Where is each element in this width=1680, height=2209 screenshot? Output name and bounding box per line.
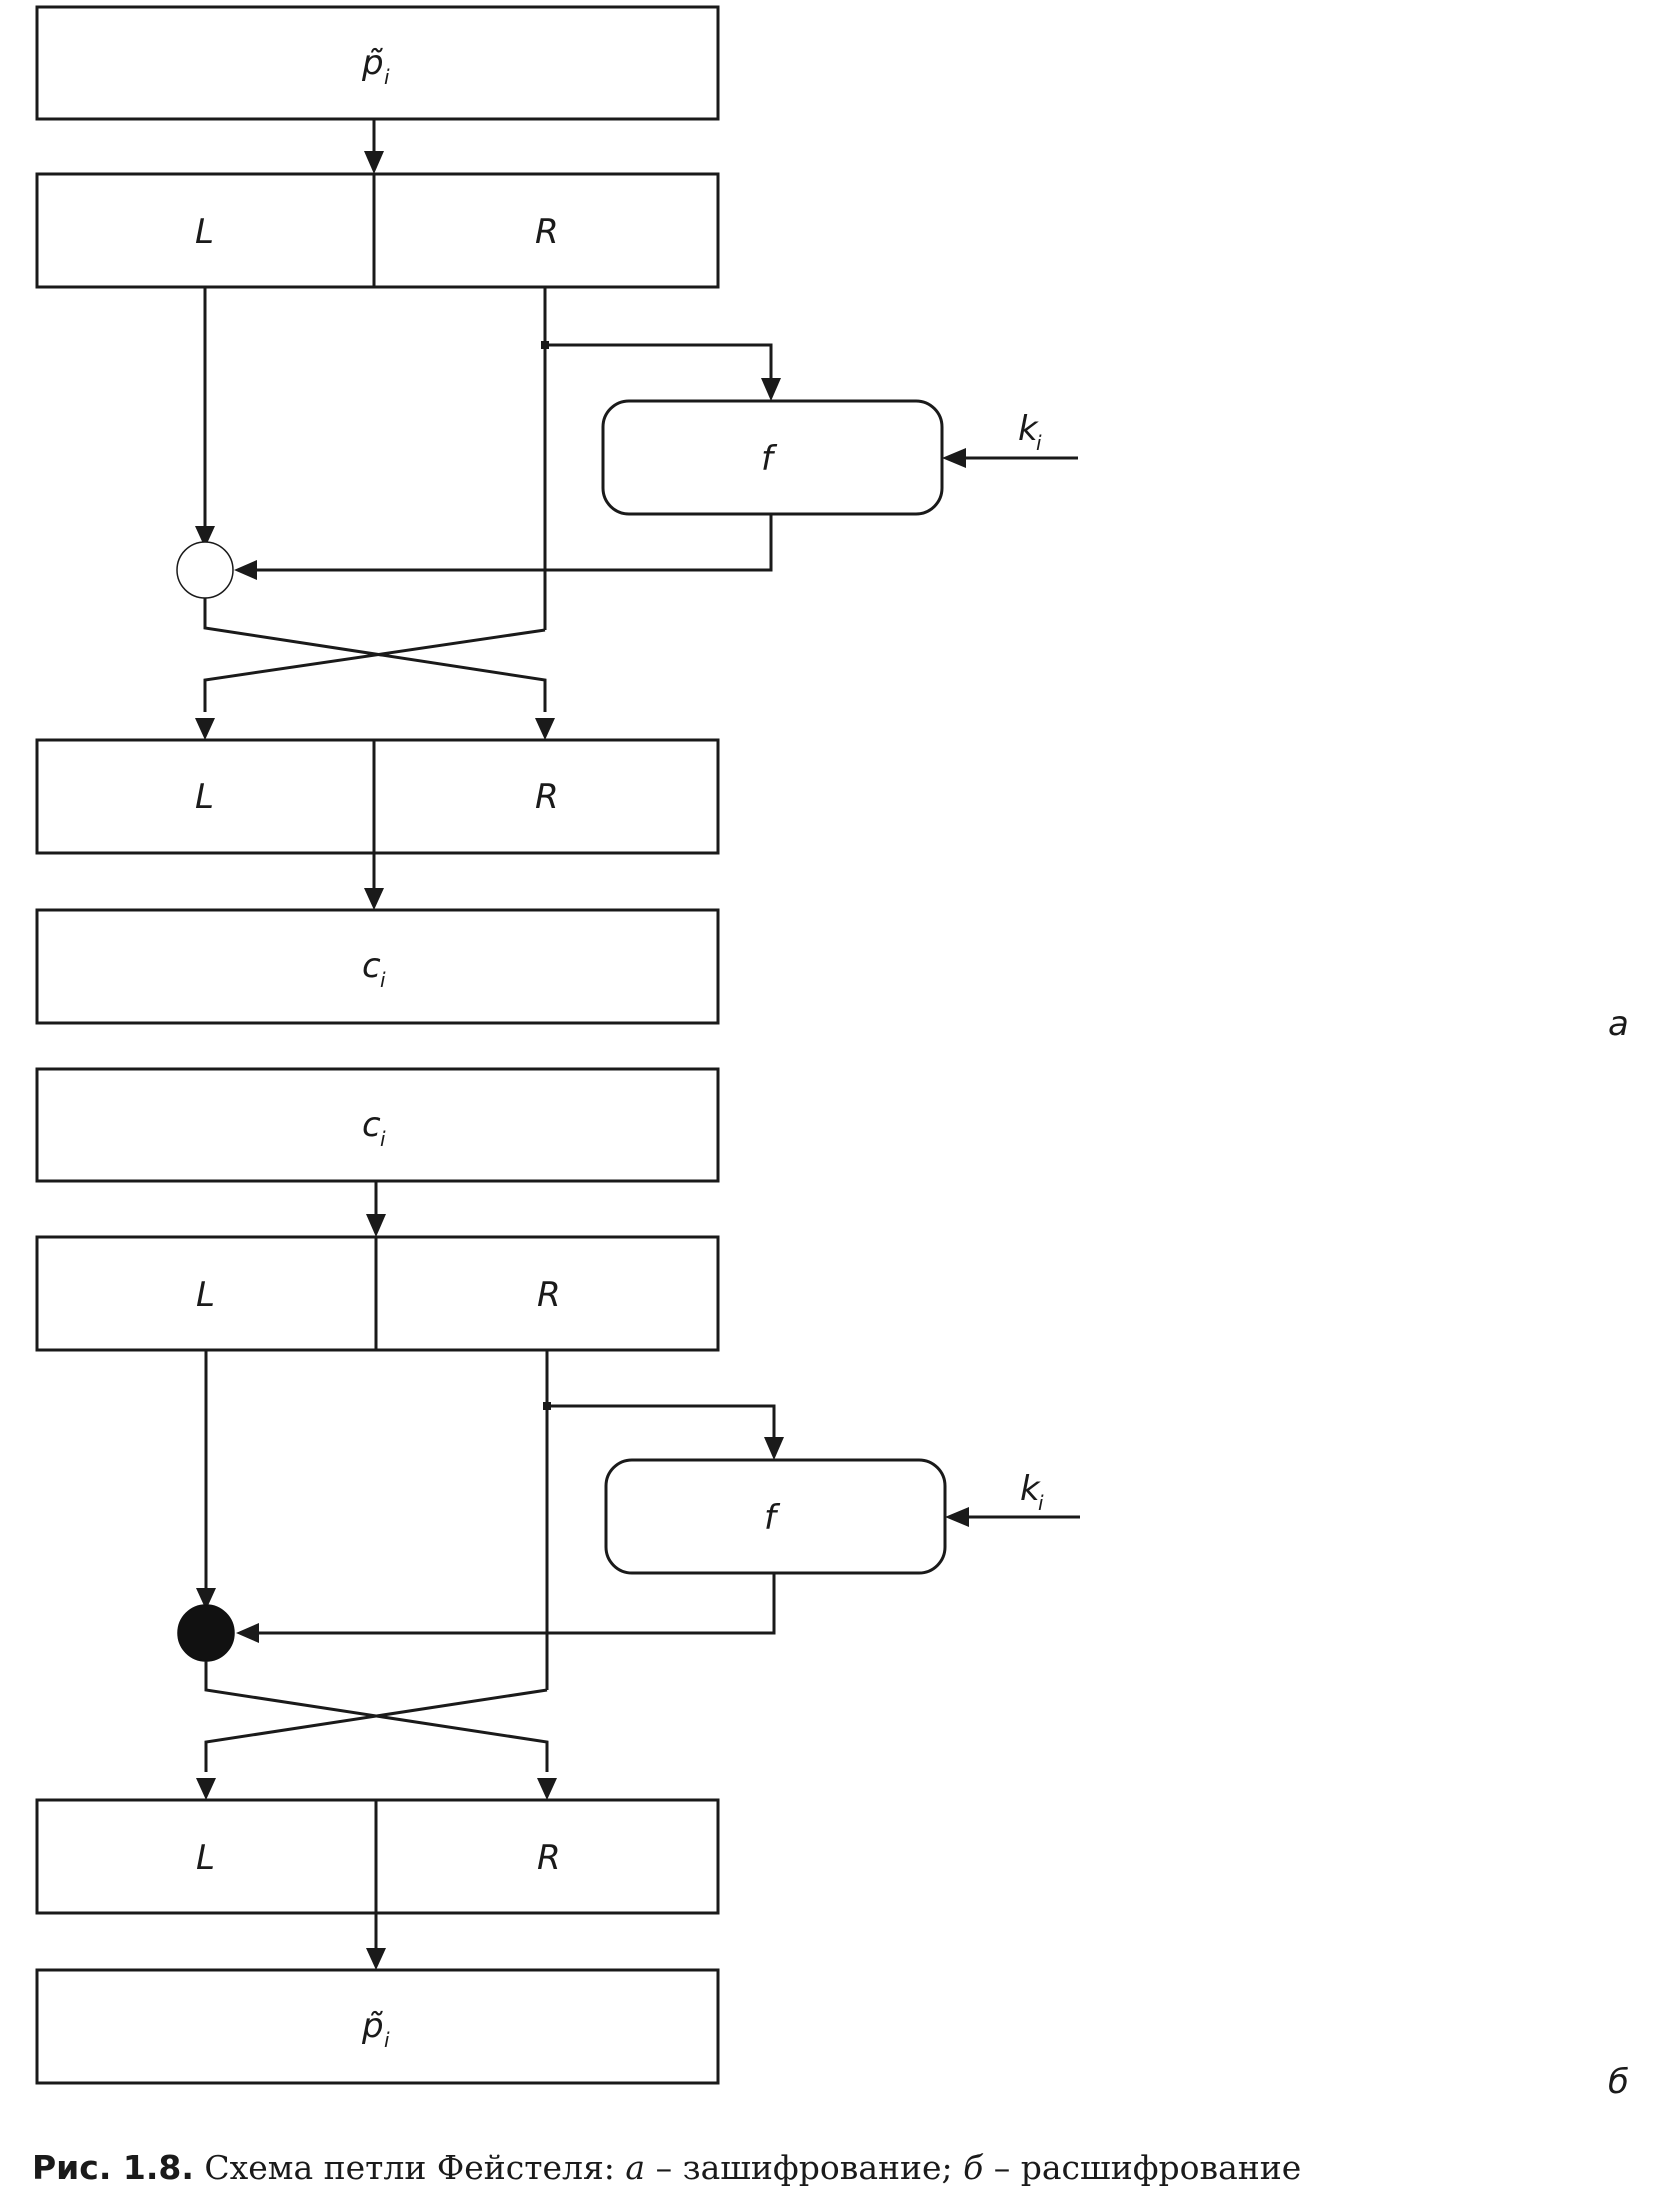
output-block-b-subscript: i xyxy=(384,2028,390,2052)
xor-node-hollow-a xyxy=(176,541,234,599)
key-arrowhead-a xyxy=(942,448,966,468)
upper-right-label-b: R xyxy=(537,1275,561,1315)
caption-text-2: – зашифрование; xyxy=(645,2148,964,2187)
key-subscript-b: i xyxy=(1038,1491,1044,1515)
input-block-a-subscript: i xyxy=(384,65,390,89)
output-block-a-label: c xyxy=(362,946,381,986)
output-block-b-label: p̃ xyxy=(361,2006,384,2046)
input-block-b xyxy=(35,1067,720,1183)
r-to-f-arrowhead-b xyxy=(764,1437,784,1460)
cross-arrowhead-left-a xyxy=(195,718,215,740)
lower-right-label-a: R xyxy=(535,777,559,817)
output-block-b xyxy=(35,1968,720,2085)
f-to-xor-line-b xyxy=(256,1573,776,1635)
r-to-f-arrowhead-a xyxy=(761,378,781,401)
input-arrowhead-b xyxy=(366,1214,386,1237)
cross-line-right-to-left-a xyxy=(203,628,546,712)
figure-caption: Рис. 1.8. Схема петли Фейстеля: а – заши… xyxy=(32,2148,1301,2187)
f-to-xor-arrowhead-a xyxy=(234,560,257,580)
r-to-f-line-b xyxy=(547,1404,776,1441)
f-to-xor-line-a xyxy=(254,514,773,572)
input-block-b-subscript: i xyxy=(380,1127,386,1151)
key-label-b: k xyxy=(1020,1469,1041,1509)
upper-lr-block-a xyxy=(35,172,720,289)
caption-a-letter: а xyxy=(625,2148,646,2187)
upper-right-label-a: R xyxy=(535,212,559,252)
cross-line-right-to-left-b xyxy=(204,1688,548,1772)
panel-b-label: б xyxy=(1608,2062,1629,2102)
key-label-a: k xyxy=(1018,409,1039,449)
output-block-a-subscript: i xyxy=(380,968,386,992)
r-to-f-line-a xyxy=(545,343,773,382)
input-block-b-label: c xyxy=(362,1105,381,1145)
lower-lr-block-a xyxy=(35,738,720,855)
upper-left-label-b: L xyxy=(196,1275,215,1315)
output-arrowhead-b xyxy=(366,1948,386,1970)
caption-text-3: – расшифрование xyxy=(983,2148,1302,2187)
input-block-a-label: p̃ xyxy=(361,43,384,83)
lower-left-label-a: L xyxy=(195,777,214,817)
lower-left-label-b: L xyxy=(196,1838,215,1878)
cross-arrowhead-right-b xyxy=(537,1778,557,1800)
caption-text-1: Схема петли Фейстеля: xyxy=(193,2148,626,2187)
upper-left-label-a: L xyxy=(195,212,214,252)
panel-b-decryption: c i L R f k i xyxy=(35,1067,1629,2102)
output-block-a xyxy=(35,908,720,1025)
panel-a-encryption: p̃ i L R f k i xyxy=(35,5,1629,1044)
key-subscript-a: i xyxy=(1036,431,1042,455)
figure-number: Рис. 1.8. xyxy=(32,2148,194,2187)
f-to-xor-arrowhead-b xyxy=(236,1623,259,1643)
key-arrowhead-b xyxy=(945,1507,969,1527)
input-arrowhead-a xyxy=(364,151,384,174)
left-branch-arrowhead-b xyxy=(196,1588,216,1610)
xor-node-filled-b xyxy=(177,1604,235,1662)
caption-b-letter: б xyxy=(963,2148,984,2187)
input-block-a xyxy=(35,5,720,121)
cross-arrowhead-right-a xyxy=(535,718,555,740)
output-arrowhead-a xyxy=(364,888,384,910)
cross-arrowhead-left-b xyxy=(196,1778,216,1800)
lower-right-label-b: R xyxy=(537,1838,561,1878)
panel-a-label: а xyxy=(1608,1004,1629,1044)
left-branch-arrowhead-a xyxy=(195,526,215,548)
